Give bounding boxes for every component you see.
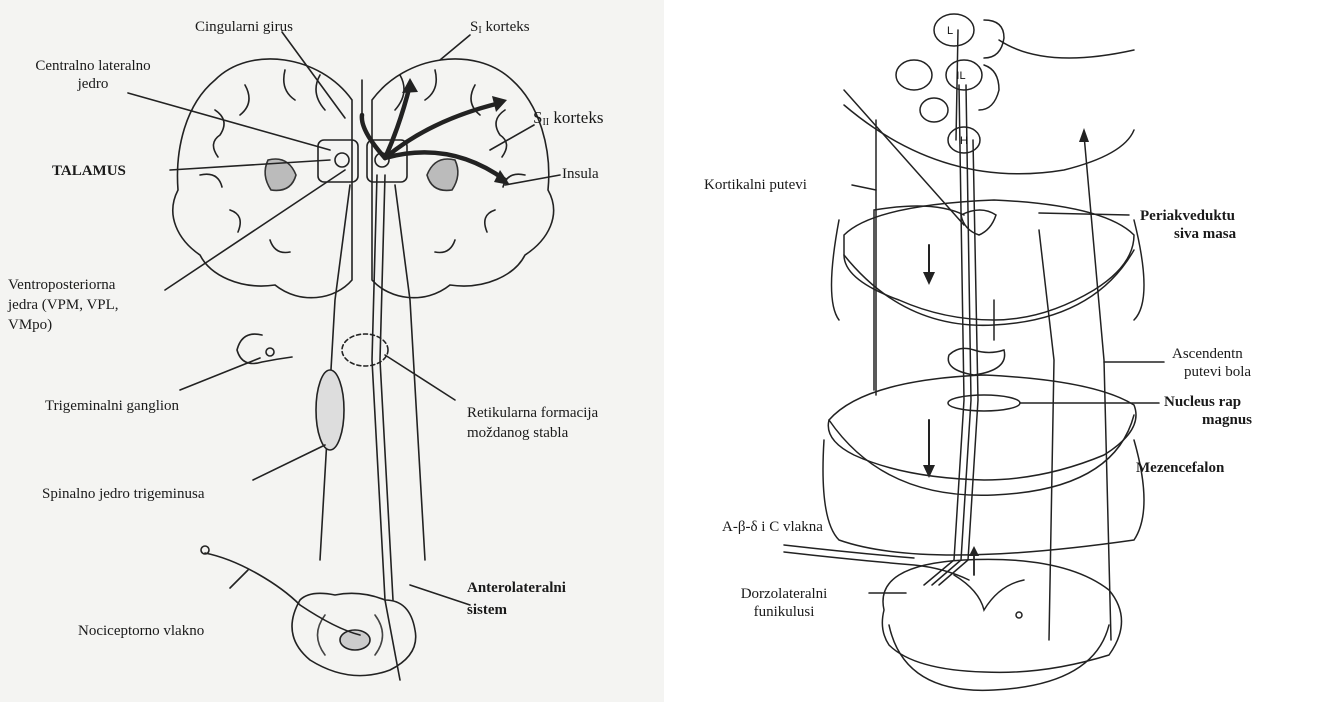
centralno-line1: Centralno lateralno (18, 57, 168, 75)
label-talamus: TALAMUS (52, 162, 126, 180)
label-anterolateralni-sistem: Anterolateralni sistem (467, 577, 617, 621)
ascend-line2: putevi bola (1172, 363, 1330, 381)
label-spinalno-jedro-trigeminusa: Spinalno jedro trigeminusa (42, 485, 204, 503)
label-kortikalni-putevi: Kortikalni putevi (704, 176, 807, 194)
nucleus-line1: Nucleus rap (1164, 393, 1330, 411)
ventro-line2: jedra (VPM, VPL, (8, 295, 178, 315)
antero-line1: Anterolateralni (467, 577, 617, 599)
node-IL-label: IL (956, 70, 965, 82)
label-centralno-lateralno-jedro: Centralno lateralno jedro (18, 57, 168, 93)
insula-right (427, 159, 458, 190)
ventro-line1: Ventroposteriorna (8, 275, 178, 295)
dorzo-line1: Dorzolateralni (714, 585, 854, 603)
centralno-line2: jedro (18, 75, 168, 93)
label-s1-korteks: SI korteks (470, 18, 530, 40)
ascend-line1: Ascendentn (1172, 345, 1330, 363)
node-L (934, 14, 974, 46)
spinal-trigeminal-nucleus (316, 370, 344, 450)
trigeminal-ganglion (237, 334, 292, 364)
s2-suffix: korteks (549, 108, 603, 127)
ventro-line3: VMpo) (8, 315, 178, 335)
label-nociceptorno-vlakno: Nociceptorno vlakno (78, 622, 204, 640)
retikularna-line1: Retikularna formacija (467, 403, 657, 423)
descending-bundle (924, 85, 964, 585)
mesencephalon-section (844, 200, 1134, 320)
label-ventroposteriorna-jedra: Ventroposteriorna jedra (VPM, VPL, VMpo) (8, 275, 178, 335)
spinal-cord-section (882, 559, 1121, 672)
label-cingularni-girus: Cingularni girus (195, 18, 293, 36)
left-hemisphere-outline (173, 59, 352, 298)
label-s2-korteks: SII korteks (533, 109, 603, 132)
label-periakveduktalna-siva-masa: Periakveduktu siva masa (1140, 207, 1330, 243)
cortical-pathway (874, 206, 964, 390)
label-insula: Insula (562, 165, 599, 183)
reticular-formation (342, 334, 388, 366)
label-mezencefalon: Mezencefalon (1136, 459, 1224, 477)
right-panel-descending-modulation: L IL H Kortikalni putevi Periakveduktu s… (664, 0, 1332, 702)
retikularna-line2: moždanog stabla (467, 423, 657, 443)
periak-line2: siva masa (1140, 225, 1330, 243)
right-hemisphere-outline (372, 59, 554, 298)
pons-section (828, 375, 1136, 480)
left-panel-pain-pathways: Cingularni girus SI korteks Centralno la… (0, 0, 664, 702)
label-abeta-c-vlakna: A-β-δ i C vlakna (722, 518, 823, 536)
label-ascendentni-putevi-bola: Ascendentn putevi bola (1172, 345, 1330, 381)
nucleus-raphe (948, 395, 1020, 411)
anterolateral-tract (372, 175, 400, 680)
label-retikularna-formacija: Retikularna formacija moždanog stabla (467, 403, 657, 443)
periak-line1: Periakveduktu (1140, 207, 1330, 225)
s1-suffix: korteks (482, 19, 530, 35)
node-L-label: L (947, 25, 953, 37)
label-nucleus-raphe-magnus: Nucleus rap magnus (1164, 393, 1330, 429)
nucleus-line2: magnus (1164, 411, 1330, 429)
antero-line2: sistem (467, 599, 617, 621)
label-trigeminalni-ganglion: Trigeminalni ganglion (45, 397, 179, 415)
node-H-label: H (960, 135, 968, 147)
dorzo-line2: funikulusi (714, 603, 854, 621)
abeta-c-fiber (784, 552, 969, 580)
label-dorzolateralni-funikulusi: Dorzolateralni funikulusi (714, 585, 854, 621)
